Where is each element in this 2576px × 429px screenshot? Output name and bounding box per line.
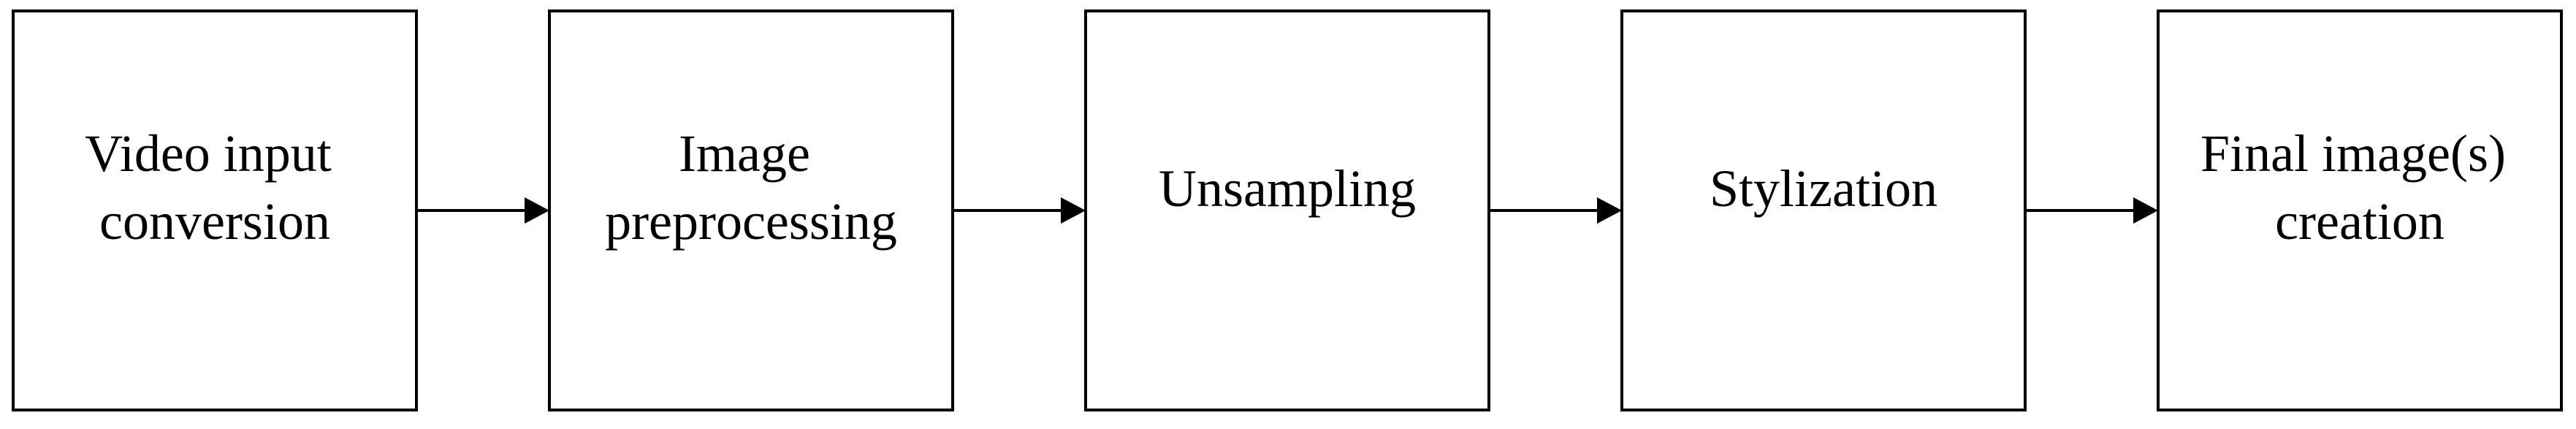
step-box — [1084, 10, 1490, 411]
step-label: Video input conversion — [85, 124, 345, 251]
step-label: Image preprocessing — [605, 124, 897, 251]
connector-2-3 — [953, 197, 1086, 224]
step-box — [12, 10, 418, 411]
step-stylization: Stylization — [1620, 10, 2027, 411]
step-box — [1620, 10, 2027, 411]
step-label-line: Final image(s) — [2200, 124, 2506, 183]
step-label-line: creation — [2275, 192, 2444, 251]
step-label-line: conversion — [99, 192, 330, 251]
step-label: Final image(s) creation — [2200, 124, 2519, 251]
step-image-preprocessing: Image preprocessing — [548, 10, 954, 411]
step-label-line: Video input — [85, 124, 332, 183]
step-video-input-conversion: Video input conversion — [12, 10, 418, 411]
step-label-line: Image — [679, 124, 810, 183]
step-box — [548, 10, 954, 411]
step-label: Stylization — [1710, 159, 1937, 218]
step-final-image-creation: Final image(s) creation — [2157, 10, 2563, 411]
connector-1-2 — [416, 197, 549, 224]
connector-3-4 — [1489, 197, 1622, 224]
step-label-line: Unsampling — [1159, 159, 1416, 218]
step-label-line: preprocessing — [605, 192, 897, 251]
step-unsampling: Unsampling — [1084, 10, 1490, 411]
connector-4-5 — [2025, 197, 2158, 224]
step-label: Unsampling — [1159, 159, 1416, 218]
step-label-line: Stylization — [1710, 159, 1937, 218]
step-box — [2157, 10, 2563, 411]
